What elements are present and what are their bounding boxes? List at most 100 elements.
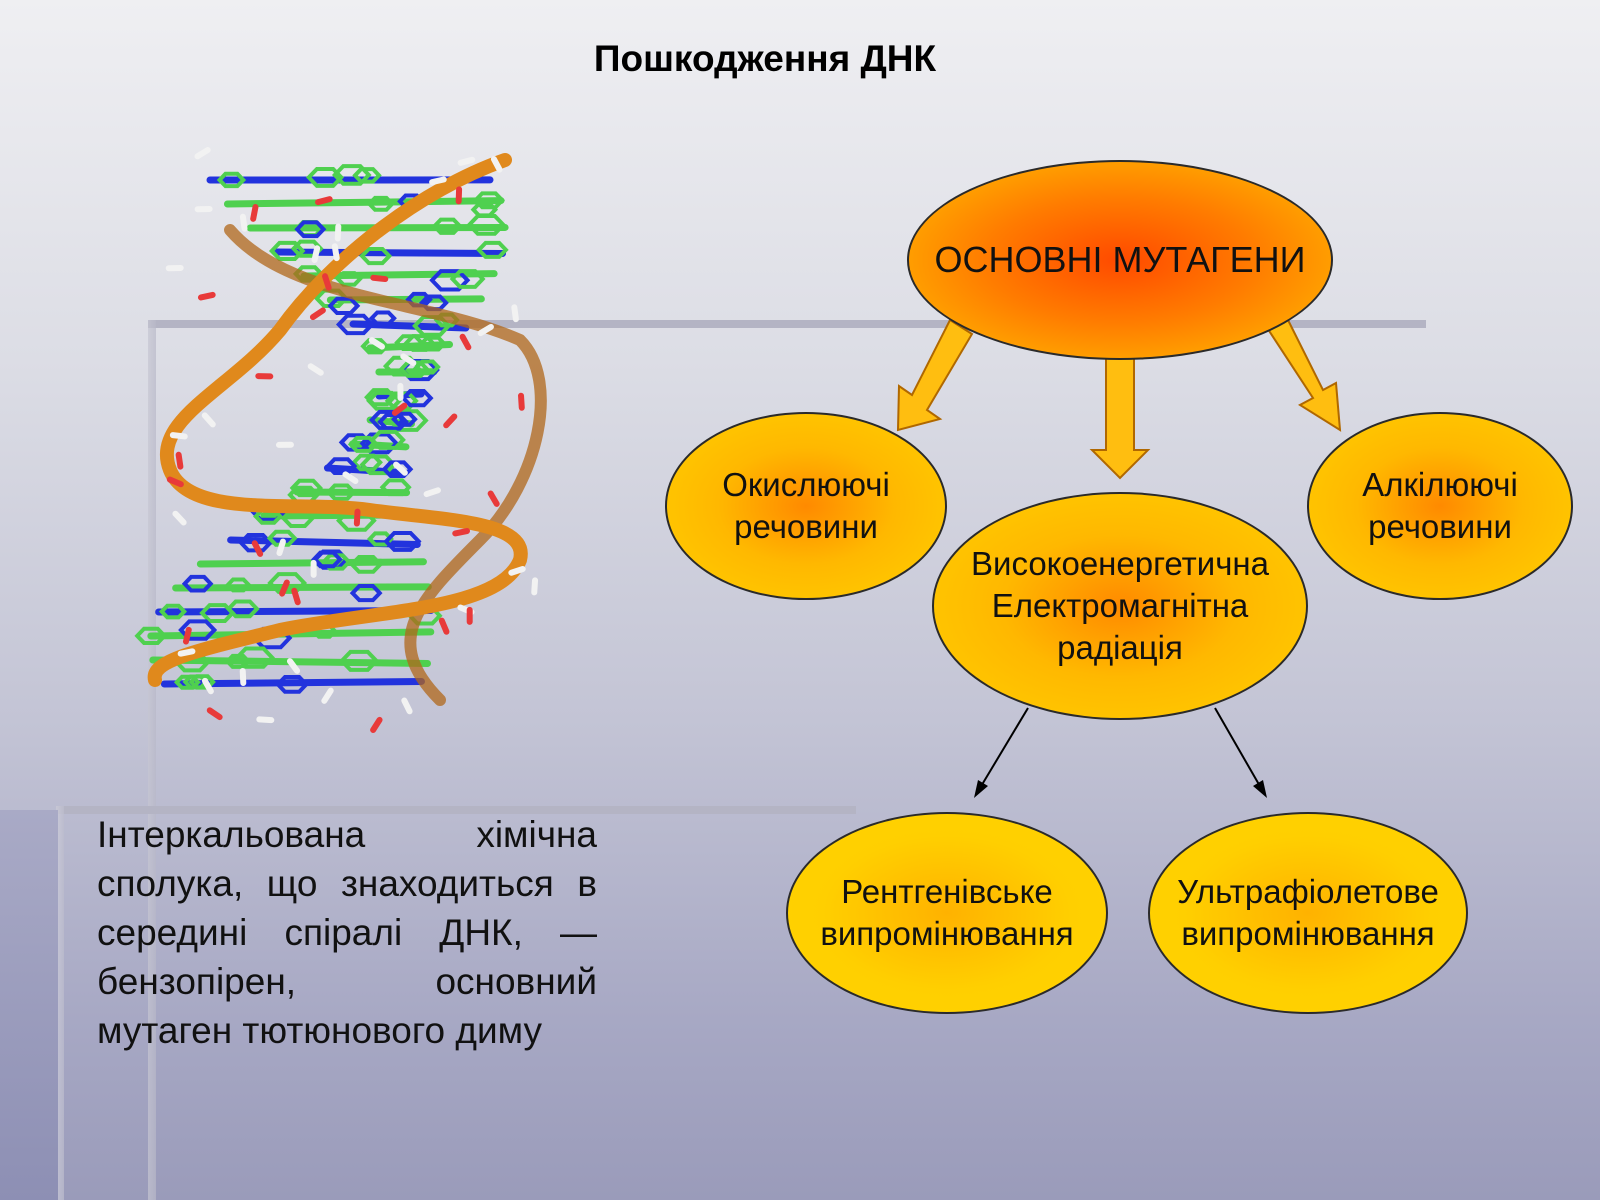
- dna-atom: [175, 451, 184, 470]
- dna-atom: [334, 223, 342, 242]
- arrow-to-xray-head: [974, 780, 988, 798]
- dna-base-ring: [339, 649, 380, 672]
- dna-base-ring: [331, 164, 372, 186]
- dna-atom: [370, 274, 389, 283]
- node-oxidizing-agents: Окислюючі речовини: [665, 412, 947, 600]
- dna-base-ring: [225, 577, 252, 593]
- dna-atom: [531, 577, 539, 596]
- dna-base-pair: [223, 197, 505, 208]
- dna-base-ring: [414, 359, 441, 375]
- dna-base-ring: [275, 674, 310, 694]
- dna-atom: [276, 538, 286, 557]
- dna-base-ring: [431, 217, 463, 235]
- dna-base-ring: [391, 411, 418, 427]
- dna-base-ring: [320, 553, 352, 571]
- node-em-radiation: Високоенергетична Електромагнітна радіац…: [932, 492, 1308, 720]
- dna-base-ring: [347, 435, 379, 453]
- dna-base-ring: [366, 390, 403, 411]
- arrow-to-uv: [1214, 707, 1262, 789]
- dna-base-ring: [266, 529, 298, 547]
- dna-atom: [315, 196, 333, 206]
- dna-base-ring: [349, 584, 383, 603]
- dna-atom: [291, 587, 301, 606]
- dna-atom: [342, 471, 359, 485]
- dna-atom: [391, 402, 408, 416]
- dna-atom: [307, 363, 324, 376]
- dna-base-ring: [134, 626, 168, 645]
- dna-atom: [256, 716, 275, 724]
- dna-base-ring: [379, 478, 412, 497]
- arrow-to-radiation: [1089, 357, 1151, 480]
- dna-atom: [368, 337, 385, 350]
- dna-atom: [239, 213, 248, 232]
- dna-atom: [353, 508, 361, 527]
- dna-base-ring: [449, 269, 486, 289]
- dna-base-ring: [383, 530, 422, 552]
- dna-base-ring: [381, 460, 414, 479]
- dna-base-ring: [466, 213, 507, 236]
- node-xray-radiation: Рентгенівське випромінювання: [786, 812, 1108, 1014]
- dna-base-ring: [360, 338, 390, 355]
- dna-atom: [169, 432, 188, 440]
- dna-atom: [286, 658, 301, 674]
- arrow-to-uv-head: [1253, 780, 1267, 798]
- dna-base-ring: [387, 409, 429, 432]
- benzopyrene-caption: Інтеркальована хімічна сполука, що знахо…: [97, 814, 597, 1051]
- dna-atom: [477, 323, 494, 337]
- dna-base-ring: [234, 646, 275, 669]
- slide-title: Пошкодження ДНК: [593, 38, 937, 79]
- dna-base-ring: [472, 191, 506, 210]
- node-em-radiation-label: Високоенергетична Електромагнітна радіац…: [971, 545, 1269, 666]
- dna-atom: [194, 147, 211, 160]
- dna-atom: [197, 291, 216, 301]
- dna-atom: [239, 668, 247, 687]
- dna-base-ring: [367, 531, 394, 547]
- dna-atom: [508, 566, 526, 576]
- dna-base-ring: [216, 171, 247, 189]
- frame-line-upper: [148, 320, 1426, 328]
- node-xray-radiation-label: Рентгенівське випромінювання: [820, 873, 1074, 952]
- dna-atom: [423, 487, 441, 498]
- dna-atom: [182, 626, 192, 645]
- dna-base-ring: [368, 310, 397, 327]
- dna-atom: [201, 412, 216, 428]
- dna-base-ring: [359, 246, 393, 266]
- dna-atom: [429, 176, 447, 186]
- dna-base-ring: [294, 220, 327, 239]
- dna-atom: [166, 476, 184, 488]
- dna-base-ring: [181, 574, 214, 593]
- dna-base-ring: [352, 167, 382, 184]
- dna-atom: [321, 687, 334, 704]
- dna-atom: [206, 707, 223, 721]
- dna-base-ring: [238, 533, 274, 553]
- node-main-mutagens-label: ОСНОВНІ МУТАГЕНИ: [934, 239, 1306, 280]
- node-oxidizing-agents-label: Окислюючі речовини: [722, 466, 890, 545]
- arrow-to-oxidizing: [896, 318, 974, 432]
- dna-atom: [443, 413, 458, 429]
- dna-backbone-front-strand: [147, 153, 528, 687]
- dna-atom: [370, 716, 383, 733]
- dna-atom: [490, 156, 503, 173]
- dna-atom: [452, 528, 471, 537]
- dna-atoms: [165, 147, 539, 733]
- dna-atom: [511, 304, 519, 323]
- dna-base-ring: [268, 240, 306, 261]
- dna-atom: [322, 273, 332, 291]
- dna-base-ring: [178, 619, 218, 641]
- dna-atom: [401, 697, 413, 715]
- dna-base-ring: [359, 432, 400, 455]
- dna-base-ring: [306, 166, 345, 188]
- node-uv-radiation-label: Ультрафіолетове випромінювання: [1177, 873, 1439, 952]
- dna-atom: [393, 461, 408, 476]
- frame-panel-lower: [0, 810, 58, 1200]
- frame-line-lower-vertical: [56, 806, 64, 1200]
- dna-base-ring: [377, 413, 409, 431]
- frame-line-upper-vertical: [148, 320, 156, 1200]
- dna-base-ring: [418, 335, 447, 352]
- dna-base-ring: [366, 195, 395, 212]
- node-main-mutagens: ОСНОВНІ МУТАГЕНИ: [907, 160, 1333, 360]
- dna-base-ring: [310, 550, 343, 569]
- dna-atom: [438, 617, 450, 635]
- arrow-to-xray: [979, 707, 1029, 789]
